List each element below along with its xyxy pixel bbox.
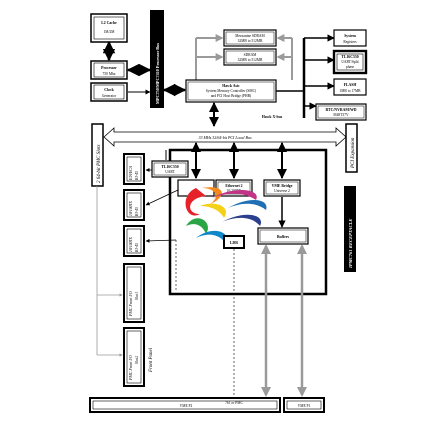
hawk-asic-label: Hawk Asic bbox=[222, 84, 240, 88]
vme-bus-arrows bbox=[261, 244, 307, 397]
p2-761-note: 761 or PMC bbox=[225, 401, 243, 405]
processor-bus-label: MPC750/MPC7410 Processor Bus bbox=[155, 43, 160, 104]
tl16-uart-sub: UART bbox=[165, 170, 175, 174]
hawk-smc-label: System Memory Controller (SMC) bbox=[206, 89, 257, 93]
buffers-label: Buffers bbox=[277, 235, 290, 239]
hawk-asic-block: Hawk Asic System Memory Controller (SMC)… bbox=[185, 79, 277, 103]
system-reg-label: System bbox=[344, 34, 356, 38]
uart-split-label: TL16C550 bbox=[341, 55, 358, 59]
uart-split-phase: phase bbox=[346, 65, 355, 69]
vme-bridge-block: VME Bridge Universe 2 bbox=[263, 179, 301, 197]
vme-bridge-label: VME Bridge bbox=[272, 184, 293, 188]
l2-cache-size: 1M/2M bbox=[104, 30, 116, 34]
rj45-connector-2: 10/100TX RJ-45 bbox=[123, 189, 145, 221]
system-reg-sub: Registers bbox=[343, 40, 357, 44]
dashed-guides bbox=[175, 240, 235, 396]
processor-speed: 750 Mhz bbox=[103, 72, 116, 76]
sdram-size: 32MB to 512MB bbox=[238, 58, 263, 62]
ldr-block: LDR bbox=[223, 235, 245, 249]
ipmc-label: IPMC761 RECEPTACLE bbox=[348, 219, 353, 269]
processor-block: Processor 750 Mhz bbox=[90, 60, 128, 80]
pci-local-bus: 33 MHz 32/64-bit PCI Local Bus bbox=[103, 127, 347, 147]
front-panel-label: Front Panel bbox=[149, 347, 154, 373]
rj45-3-type: 10/100TX bbox=[129, 236, 133, 252]
pmc-front-io-slot2: PMC Front I/O Slot2 bbox=[123, 327, 145, 387]
pci-drop-arrows bbox=[191, 142, 287, 179]
tl16-uart-label: TL16C550 bbox=[161, 165, 178, 169]
rtc-part: M48T37V bbox=[333, 113, 349, 117]
pmc-front-io-1-label: PMC Front I/O bbox=[128, 291, 133, 317]
ldr-label: LDR bbox=[230, 241, 238, 245]
hawk-xbus: Hawk X-bus bbox=[262, 34, 335, 119]
rj45-2-type: 10/100TX bbox=[129, 200, 133, 216]
vme-p2-label: VME P2 bbox=[180, 404, 193, 408]
hawk-phb-label: and PCI Host Bridge (PHB) bbox=[211, 94, 252, 98]
system-registers-block: System Registers bbox=[333, 29, 367, 47]
flash-size: 1MB to 17MB bbox=[339, 89, 361, 93]
pmc-front-io-2-slot: Slot2 bbox=[134, 356, 139, 364]
pci-expansion-label: PCI Expansion bbox=[351, 137, 356, 169]
rj45-2-label: RJ-45 bbox=[135, 207, 139, 217]
rj45-1-label: RJ-45 bbox=[135, 171, 139, 181]
l2-cache-block: L2 Cache 1M/2M bbox=[90, 13, 128, 43]
mezzanine-sdram-block: Mezzanine SDRAM 32MB to 512MB bbox=[223, 29, 277, 47]
rtc-nvram-block: RTC/NVRAM/WD M48T37V bbox=[315, 103, 367, 121]
vme-p1-connector: VME P1 bbox=[283, 397, 325, 413]
clock-block: Clock Generator bbox=[90, 82, 128, 102]
sdram-label: SDRAM bbox=[244, 53, 258, 57]
buffers-block: Buffers bbox=[257, 227, 309, 245]
uart-split-block: TL16C550 UART/Split phase bbox=[332, 49, 368, 75]
ethernet2-label: Ethernet 2 bbox=[225, 184, 242, 188]
pmc-front-io-slot1: PMC Front I/O Slot1 bbox=[123, 263, 145, 323]
clock-label: Clock bbox=[104, 88, 114, 92]
processor-label: Processor bbox=[101, 66, 117, 70]
vme-p2-connector: VME P2 761 or PMC bbox=[89, 397, 281, 413]
vme-bridge-chip: Universe 2 bbox=[274, 189, 290, 193]
clock-generator-label: Generator bbox=[102, 94, 117, 98]
rj45-connector-1: EIA/ECA RJ-45 bbox=[123, 153, 145, 185]
mezz-sdram-size: 32MB to 512MB bbox=[238, 39, 263, 43]
pmc-slots-label: 2 64-bit PMC Slots bbox=[97, 144, 102, 183]
flash-label: FLASH bbox=[344, 83, 357, 87]
mezz-sdram-label: Mezzanine SDRAM bbox=[235, 34, 265, 38]
ipmc-receptacle: IPMC761 RECEPTACLE bbox=[344, 186, 356, 272]
pmc-front-io-1-slot: Slot1 bbox=[134, 292, 139, 300]
tl16c550-uart-block: TL16C550 UART bbox=[151, 160, 189, 178]
pci-expansion: PCI Expansion bbox=[345, 123, 358, 173]
sdram-block: SDRAM 32MB to 512MB bbox=[223, 48, 277, 66]
rj45-lines bbox=[145, 168, 179, 243]
pci-bus-label: 33 MHz 32/64-bit PCI Local Bus bbox=[199, 135, 252, 140]
flash-block: FLASH 1MB to 17MB bbox=[333, 78, 367, 96]
rtc-label: RTC/NVRAM/WD bbox=[325, 108, 356, 112]
uart-split-sub: UART/Split bbox=[341, 60, 358, 64]
main-board-outline bbox=[168, 148, 328, 296]
pmc-front-io-2-label: PMC Front I/O bbox=[128, 355, 133, 381]
pmc-io-lines bbox=[96, 186, 123, 357]
rj45-1-type: EIA/ECA bbox=[129, 165, 133, 181]
hawk-xbus-label: Hawk X-bus bbox=[262, 115, 283, 119]
memory-bus-lines bbox=[195, 34, 293, 80]
l2-cache-label: L2 Cache bbox=[101, 21, 117, 25]
pmc-slots-left: 2 64-bit PMC Slots bbox=[91, 123, 104, 187]
company-logo bbox=[185, 187, 267, 244]
rj45-connector-3: 10/100TX RJ-45 bbox=[123, 225, 145, 257]
processor-bus: MPC750/MPC7410 Processor Bus bbox=[150, 10, 164, 108]
rj45-3-label: RJ-45 bbox=[135, 243, 139, 253]
vme-p1-label: VME P1 bbox=[298, 404, 311, 408]
